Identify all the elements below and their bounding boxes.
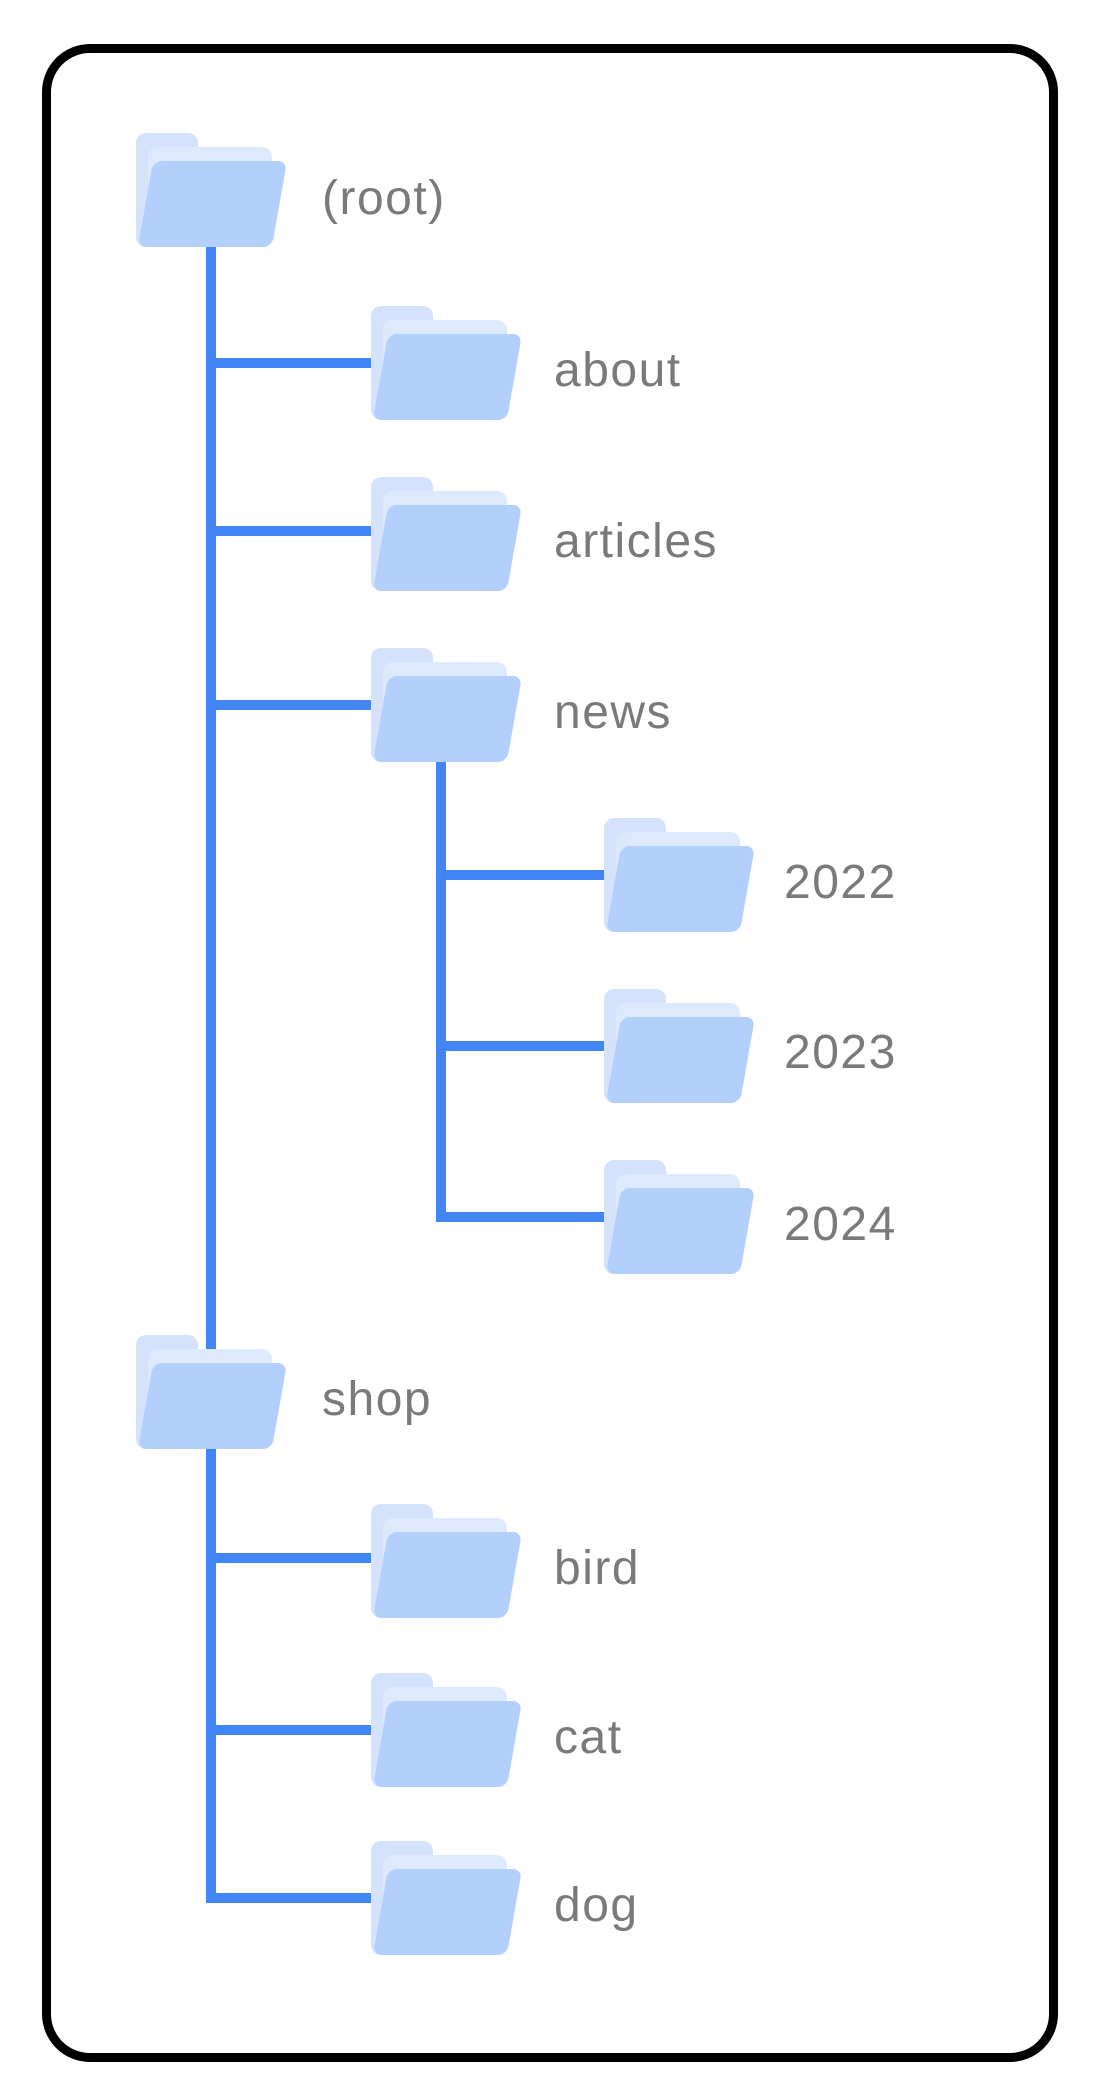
connector-branch-articles [206,526,420,536]
dog-label: dog [554,1879,639,1932]
shop-folder-icon [134,1335,288,1449]
connector-news-trunk [436,750,446,1222]
connector-branch-news [206,700,420,710]
cat-folder-icon [369,1673,523,1787]
bird-label: bird [554,1542,641,1595]
dog-folder-icon [369,1841,523,1955]
diagram-card [42,44,1058,2062]
connector-branch-dog [206,1893,420,1903]
connector-branch-2023 [436,1041,652,1051]
connector-branch-about [206,358,420,368]
2023-label: 2023 [784,1026,897,1079]
2022-label: 2022 [784,856,897,909]
shop-label: shop [322,1373,433,1426]
root-folder-icon [134,133,288,247]
connector-branch-bird [206,1553,420,1563]
2024-label: 2024 [784,1198,897,1251]
connector-branch-2022 [436,870,652,880]
bird-folder-icon [369,1504,523,1618]
articles-label: articles [554,515,719,568]
connector-branch-cat [206,1725,420,1735]
root-label: (root) [322,172,446,225]
about-folder-icon [369,306,523,420]
connector-branch-2024 [436,1212,652,1222]
2023-folder-icon [602,989,756,1103]
articles-folder-icon [369,477,523,591]
about-label: about [554,344,682,397]
news-label: news [554,686,673,739]
news-folder-icon [369,648,523,762]
2022-folder-icon [602,818,756,932]
cat-label: cat [554,1711,623,1764]
2024-folder-icon [602,1160,756,1274]
connector-root-trunk [206,244,216,1903]
